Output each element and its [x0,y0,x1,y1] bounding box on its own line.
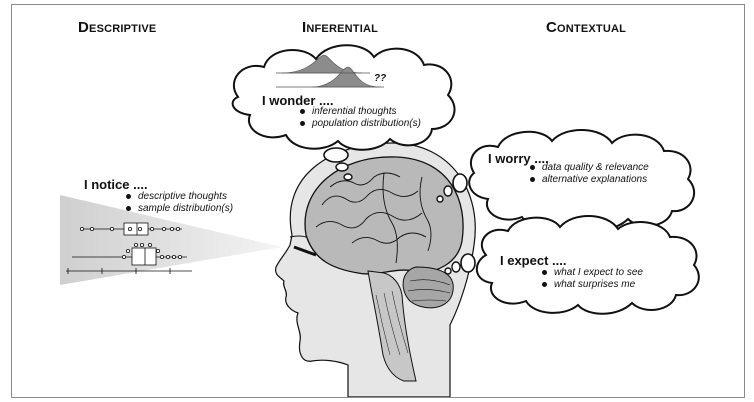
brain-illustration-icon [304,156,464,382]
thought-bubble-icon [452,173,468,193]
thought-bubble-icon [451,261,461,273]
expect-thought-cloud-icon [476,214,700,315]
wonder-item-2: population distribution(s) [300,118,421,129]
worry-item-2: alternative explanations [529,174,648,185]
thought-bubble-icon [323,147,349,163]
diagram-artwork [60,44,700,397]
eye-icon [293,245,317,257]
diagram-frame: Descriptive Inferential Contextual [11,4,745,398]
boxplot-icon [66,222,192,274]
column-title-inferential: Inferential [302,19,379,36]
thought-bubble-icon [335,162,349,172]
density-curve-icon [276,54,384,88]
thought-bubble-icon [460,253,476,273]
worry-item-1: data quality & relevance [530,162,649,173]
wonder-item-1: inferential thoughts [300,106,397,117]
worry-thought-cloud-icon [468,128,695,231]
column-title-contextual: Contextual [546,19,627,36]
column-title-descriptive: Descriptive [78,19,157,36]
expect-heading: I expect .... [500,253,567,268]
vision-beam [60,195,282,285]
wonder-thought-cloud-icon [231,44,456,151]
expect-item-1: what I expect to see [542,267,643,278]
thought-bubble-icon [444,267,452,275]
thought-bubble-icon [443,185,453,197]
worry-heading: I worry .... [488,151,549,166]
notice-item-1: descriptive thoughts [126,191,227,202]
expect-item-2: what surprises me [541,279,636,290]
thought-bubble-icon [436,195,444,203]
notice-item-2: sample distribution(s) [125,203,234,214]
unknown-mark: ?? [374,73,387,84]
thought-bubble-icon [343,173,353,181]
notice-heading: I notice .... [84,177,148,192]
wonder-heading: I wonder .... [262,93,334,108]
